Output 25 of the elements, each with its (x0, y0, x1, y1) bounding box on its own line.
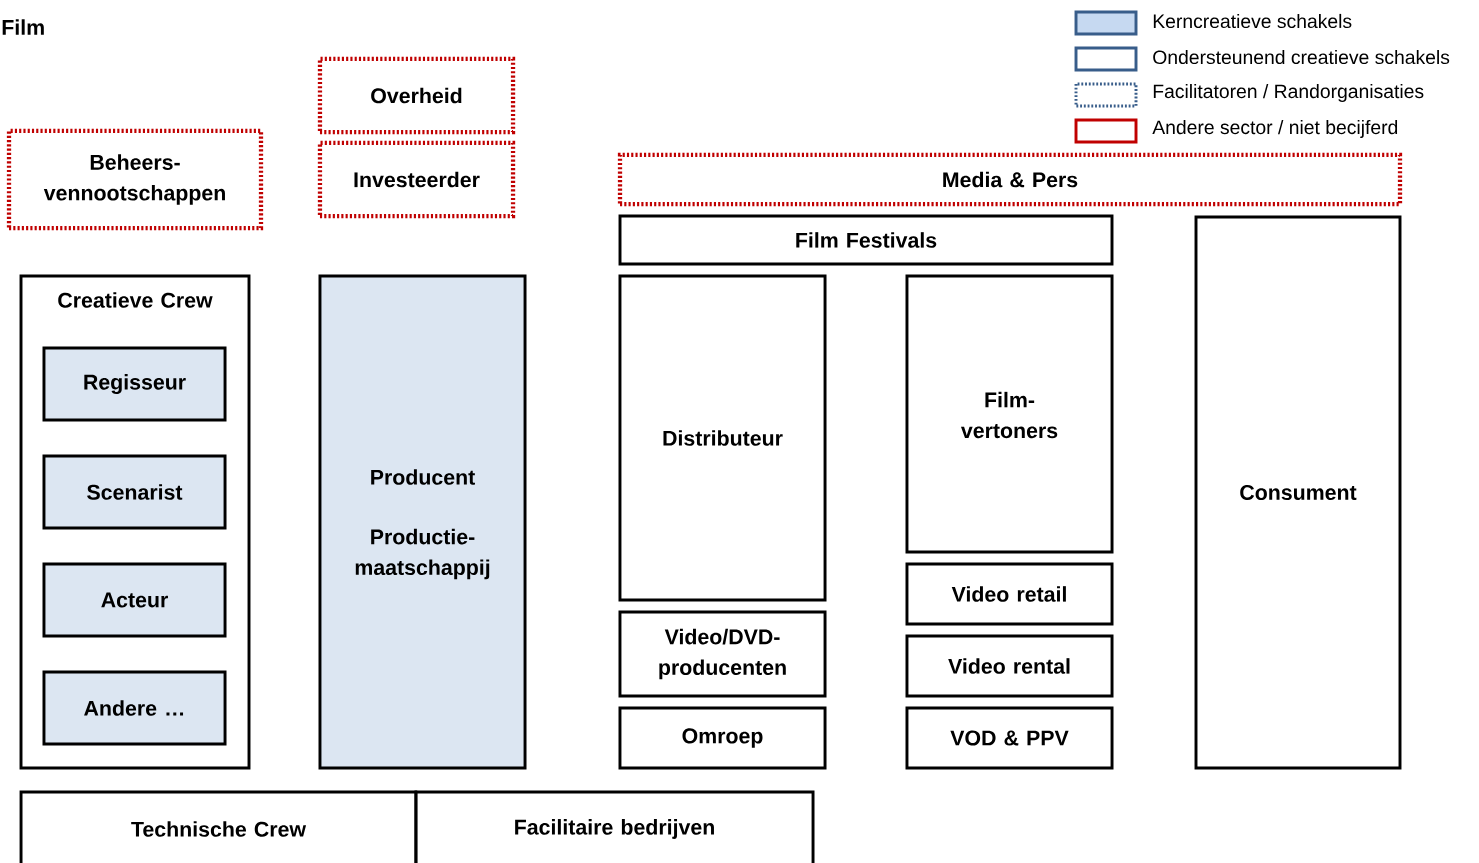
process-box: Omroep (618, 706, 827, 770)
legend-label: Andere sector / niet becijferd (1152, 120, 1398, 138)
process-box: Video/DVD- producenten (618, 610, 827, 698)
core-box: Regisseur (42, 346, 227, 422)
dotted-box: Media & Pers (617, 152, 1403, 207)
process-box: Film- vertoners (905, 274, 1114, 554)
legend-label: Facilitatoren / Randorganisaties (1153, 84, 1424, 102)
legend-label: Kerncreatieve schakels (1153, 13, 1352, 29)
legend-label: Ondersteunend creatieve schakels (1153, 49, 1450, 65)
process-box: Technische Crew (19, 790, 418, 863)
dotted-box: Beheers- vennootschappen (6, 128, 264, 231)
process-box: Facilitaire bedrijven (414, 790, 815, 863)
core-box: Scenarist (42, 454, 227, 530)
process-box: Film Festivals (618, 214, 1114, 266)
dotted-box: Overheid (317, 56, 516, 135)
title: Film (2, 19, 44, 35)
core-box: Producent Productie- maatschappij (318, 274, 527, 770)
process-box: Consument (1194, 215, 1402, 770)
dotted-box: Investeerder (317, 140, 516, 219)
process-box: Distributeur (618, 274, 827, 602)
process-box: Video retail (905, 562, 1114, 626)
core-box: Acteur (42, 562, 227, 638)
process-box: VOD & PPV (905, 706, 1114, 770)
process-box: Video rental (905, 634, 1114, 698)
core-box: Andere … (42, 670, 227, 746)
